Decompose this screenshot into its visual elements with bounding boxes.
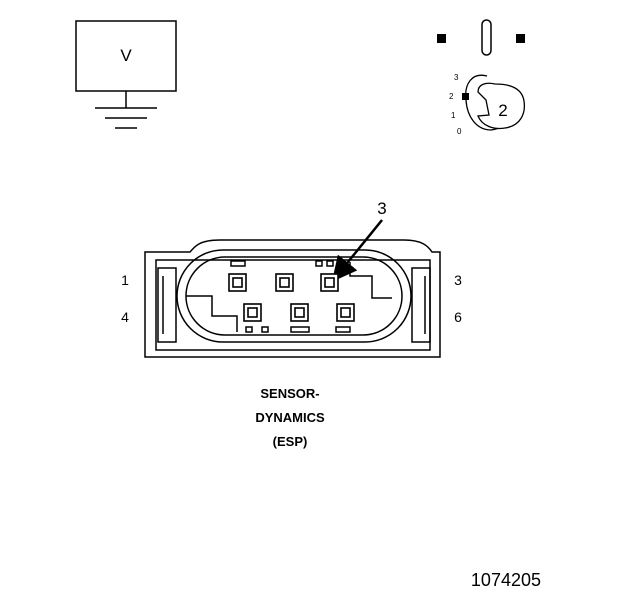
pin-cavity-2 [275, 273, 294, 292]
caption-line-2: DYNAMICS [255, 410, 325, 425]
pin-label-1: 1 [121, 272, 129, 288]
key-slot-left [437, 34, 446, 43]
ground-symbol [95, 91, 157, 129]
voltmeter: V [75, 20, 177, 129]
connector [144, 239, 441, 358]
pin-cavity-4 [243, 303, 262, 322]
connector-face-inner [185, 256, 403, 336]
document-number: 1074205 [471, 570, 541, 590]
connector-housing-inner [155, 259, 431, 351]
caption-line-3: (ESP) [273, 434, 308, 449]
pin-cavity-6 [336, 303, 355, 322]
pin-cavity-5 [290, 303, 309, 322]
ignition-pos-0: 0 [457, 127, 462, 136]
coding-key-right [349, 262, 392, 299]
ignition-key-icon: 3 2 1 0 2 [437, 19, 526, 136]
caption-line-1: SENSOR- [260, 386, 319, 401]
pin-cavity-3 [320, 273, 339, 292]
latch-left [157, 267, 177, 343]
key-blade [481, 19, 492, 56]
pointer-arrow [331, 219, 383, 282]
connector-face [176, 249, 412, 343]
ignition-pos-2: 2 [449, 92, 454, 101]
pin-cavity-1 [228, 273, 247, 292]
pin-pointer: 3 [331, 199, 387, 282]
pin-label-6: 6 [454, 309, 462, 325]
pin-label-3: 3 [454, 272, 462, 288]
key-slot-right [516, 34, 525, 43]
coding-key-left [186, 295, 238, 332]
voltmeter-symbol: V [120, 46, 132, 65]
ignition-pos-3: 3 [454, 73, 459, 82]
latch-right [411, 267, 431, 343]
pointer-label: 3 [377, 199, 386, 218]
pin-label-4: 4 [121, 309, 129, 325]
pin-cavities [228, 273, 355, 322]
ignition-lock-front [477, 82, 526, 130]
ignition-pos-1: 1 [451, 111, 456, 120]
connector-housing-outer [144, 239, 441, 358]
ignition-callout: 2 [498, 101, 507, 120]
